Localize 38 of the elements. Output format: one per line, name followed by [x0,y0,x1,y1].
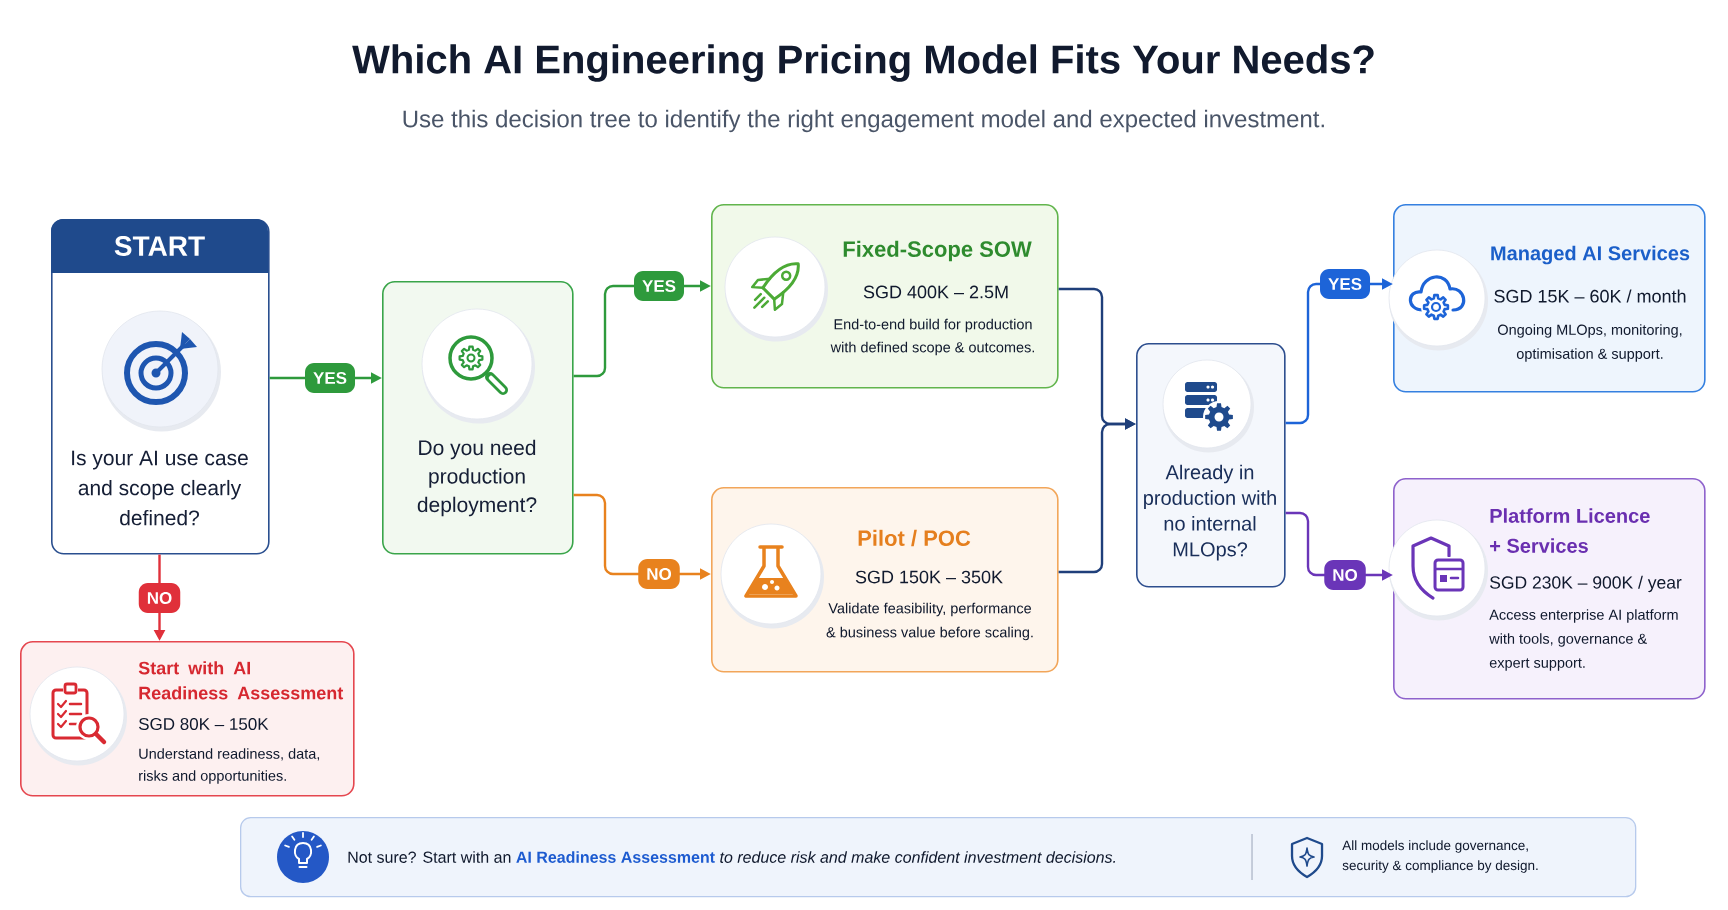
description-text: End-to-end build for production with defined scope & outcomes. [830,318,1035,356]
edge-label: NO [1324,560,1366,590]
question-text: Is your AI use case and scope clearly defined? [72,450,248,526]
card-title: Platform Licence + Services [1490,508,1650,553]
option-card [1388,478,1706,700]
decision-card [51,219,270,555]
note-text: All models include governance, security & compliance by design. [1342,840,1538,873]
edge-label: YES [1320,269,1371,299]
card-title: Start with AI Readiness Assessment [138,661,344,700]
note-text: Not sure? Start with an AI Readiness Assessment to reduce risk and make confident investment decisions. [348,851,1116,863]
question-text: Do you need production deployment? [417,439,537,517]
question-text: Already in production with no internal MLOps? [1144,464,1276,561]
card-title: Managed AI Services [1491,245,1690,265]
card-title: Pilot / POC [858,529,971,547]
subtitle: Use this decision tree to identify the right engagement model and expected investment. [403,109,1324,133]
info-banner [240,817,1637,898]
edge-label: NO [138,583,181,613]
decision-card [1136,343,1286,588]
price-text: SGD 230K – 900K / year [1490,575,1682,593]
price-text: SGD 15K – 60K / month [1494,289,1686,303]
edge-label: YES [634,271,684,301]
title: Which AI Engineering Pricing Model Fits Your Needs? [352,44,1374,82]
price-text: SGD 400K – 2.5M [863,285,1008,299]
option-card [711,204,1059,389]
option-card [711,487,1059,673]
option-card [1388,204,1706,393]
card-title: Fixed-Scope SOW [843,240,1032,262]
description-text: Ongoing MLOps, monitoring, optimisation & support. [1498,324,1682,362]
price-text: SGD 150K – 350K [855,570,1003,584]
decision-card [382,281,574,555]
edge-label: YES [305,363,355,393]
header-band: START [51,219,268,273]
result-card [20,641,355,797]
edge-label: NO [638,559,680,589]
price-text: SGD 80K – 150K [138,718,269,731]
description-text: Understand readiness, data, risks and opportunities. [139,748,320,784]
description-text: Access enterprise AI platform with tools, governance & expert support. [1489,609,1678,671]
description-text: Validate feasibility, performance & business value before scaling. [826,602,1033,641]
